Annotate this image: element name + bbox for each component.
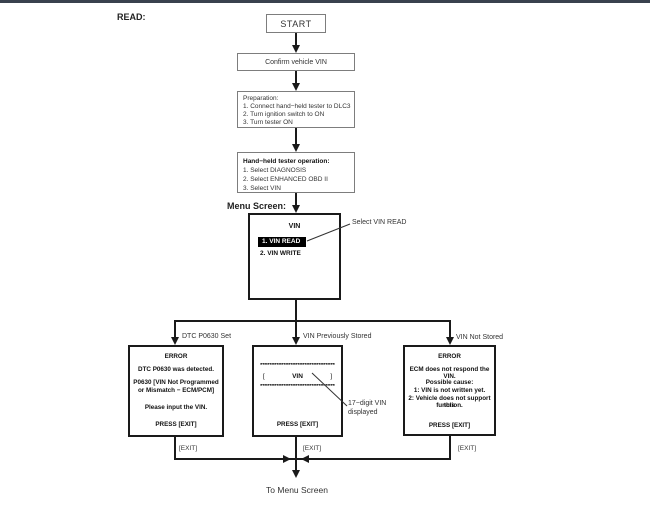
preparation-step: 2. Turn ignition switch to ON (243, 111, 325, 118)
arrow-down-icon (446, 337, 454, 345)
connector-line (174, 322, 176, 338)
tester-operation-step: 2. Select ENHANCED OBD II (243, 176, 328, 183)
tester-operation-node: Hand−held tester operation: 1. Select DI… (237, 152, 355, 193)
connector-line (174, 436, 176, 459)
menu-screen-label: Menu Screen: (227, 201, 287, 211)
exit-label: [EXIT] (458, 445, 477, 452)
tester-operation-title: Hand−held tester operation: (243, 158, 330, 165)
branch-label-dtc-set: DTC P0630 Set (182, 333, 232, 340)
error-line: Possible cause: (425, 379, 474, 386)
digit-vin-callout-line2: displayed (348, 409, 378, 416)
arrow-down-icon (292, 470, 300, 478)
preparation-title: Preparation: (243, 95, 279, 102)
error-line: ECM does not respond the VIN. (409, 366, 490, 380)
connector-line (295, 128, 297, 144)
menu-screen-node: VIN 1. VIN READ 2. VIN WRITE (248, 213, 341, 300)
branch-label-vin-not-stored: VIN Not Stored (456, 334, 504, 341)
to-menu-screen-label: To Menu Screen (266, 485, 328, 495)
press-exit-label: PRESS [EXIT] (155, 421, 197, 428)
connector-line (295, 33, 297, 45)
arrow-down-icon (171, 337, 179, 345)
connector-line (449, 322, 451, 338)
menu-title: VIN (288, 223, 301, 230)
exit-label: [EXIT] (179, 445, 198, 452)
error-line: P0630 [VIN Not Programmed (133, 379, 219, 386)
connector-line (449, 436, 451, 459)
bracket-open: [ (263, 373, 265, 380)
branch-label-vin-previously-stored: VIN Previously Stored (303, 333, 372, 340)
connector-line (295, 71, 297, 83)
connector-line (295, 322, 297, 338)
connector-line (295, 193, 297, 206)
asterisk-row: ******************************** (260, 363, 335, 369)
connector-line (295, 460, 297, 471)
tester-operation-step: 3. Select VIN (243, 185, 281, 192)
error-line: or Mismatch − ECM/PCM] (137, 387, 215, 394)
arrow-right-icon (283, 455, 291, 463)
arrow-down-icon (292, 144, 300, 152)
preparation-step: 1. Connect hand−held tester to DLC3 (243, 103, 351, 110)
error-line: DTC P0630 was detected. (138, 366, 214, 373)
error-line: 2: Vehicle does not support this (408, 395, 491, 409)
error-line: function. (436, 402, 463, 409)
section-title-read: READ: (117, 12, 146, 22)
vin-stored-node: ******************************** [ VIN ]… (252, 345, 343, 437)
bracket-close: ] (330, 373, 332, 380)
vin-bracket-row: [ VIN ] (263, 373, 332, 380)
press-exit-label: PRESS [EXIT] (276, 421, 319, 428)
error-title: ERROR (164, 353, 188, 360)
arrow-down-icon (292, 45, 300, 53)
arrow-down-icon (292, 205, 300, 213)
menu-item-vin-write: 2. VIN WRITE (260, 250, 301, 257)
error-line: 1: VIN is not written yet. (413, 387, 486, 394)
error-line: Please input the VIN. (144, 404, 208, 411)
arrow-down-icon (292, 337, 300, 345)
confirm-vin-node: Confirm vehicle VIN (237, 53, 355, 71)
error-ecm-node: ERROR ECM does not respond the VIN. Poss… (403, 345, 496, 436)
menu-item-vin-read-selected: 1. VIN READ (258, 237, 306, 247)
arrow-down-icon (292, 83, 300, 91)
start-node: START (266, 14, 326, 33)
window-top-bar (0, 0, 650, 3)
select-vin-read-callout: Select VIN READ (352, 219, 407, 226)
error-title: ERROR (438, 353, 461, 360)
digit-vin-callout-line1: 17−digit VIN (348, 400, 387, 407)
arrow-left-icon (301, 455, 309, 463)
tester-operation-step: 1. Select DIAGNOSIS (243, 167, 307, 174)
connector-line (295, 300, 297, 322)
merge-line (174, 458, 451, 460)
asterisk-row: ******************************** (260, 384, 335, 390)
preparation-step: 3. Turn tester ON (243, 119, 293, 126)
press-exit-label: PRESS [EXIT] (428, 422, 471, 429)
branch-line (174, 320, 451, 322)
connector-line (295, 436, 297, 459)
vin-value: VIN (292, 373, 303, 380)
error-dtc-node: ERROR DTC P0630 was detected. P0630 [VIN… (128, 345, 224, 437)
preparation-node: Preparation: 1. Connect hand−held tester… (237, 91, 355, 128)
exit-label: [EXIT] (303, 445, 322, 452)
